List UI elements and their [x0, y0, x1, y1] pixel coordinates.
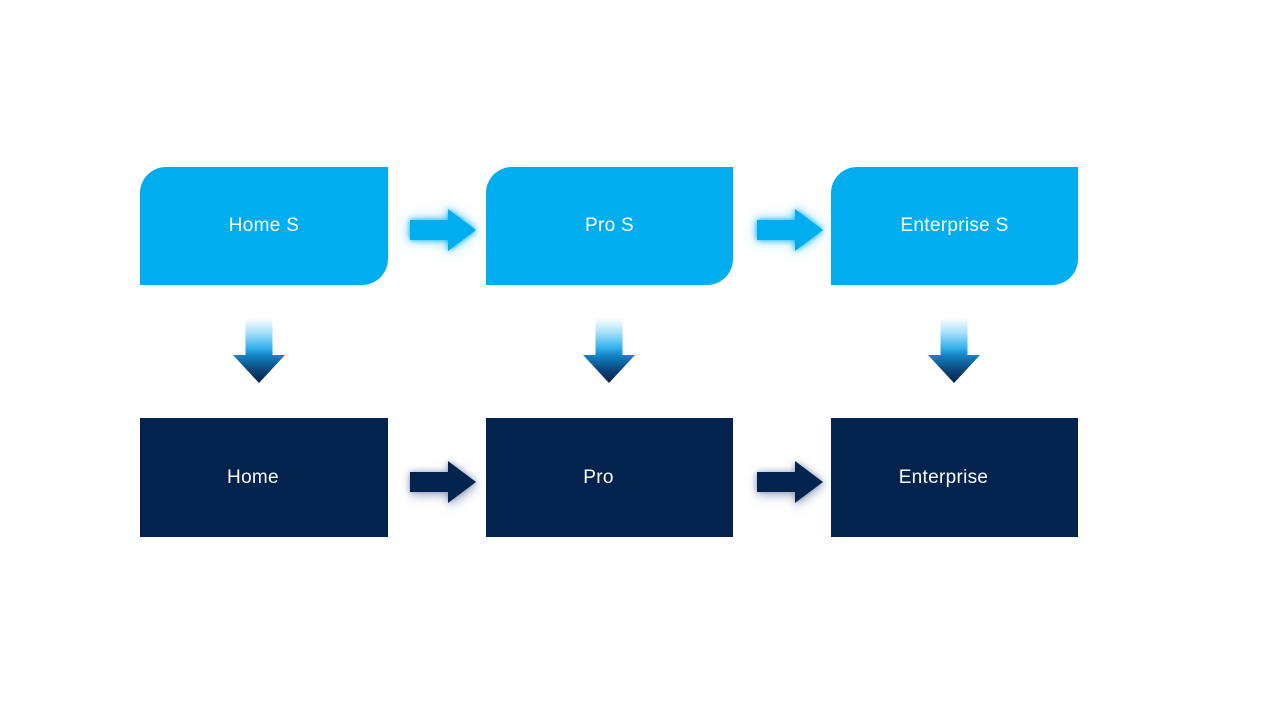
node-pro-s-label: Pro S — [584, 215, 635, 236]
node-pro: Pro — [486, 418, 733, 537]
node-enterprise: Enterprise — [831, 418, 1078, 537]
node-home: Home — [140, 418, 388, 537]
node-home-s: Home S — [140, 167, 388, 285]
node-pro-label: Pro — [583, 466, 614, 488]
node-enterprise-label: Enterprise — [898, 466, 989, 488]
node-pro-s: Pro S — [486, 167, 733, 285]
down-arrow-icon — [233, 318, 285, 383]
right-arrow-icon — [410, 209, 476, 251]
node-home-label: Home — [227, 466, 279, 488]
node-home-s-label: Home S — [228, 215, 300, 236]
node-enterprise-s-label: Enterprise S — [900, 215, 1009, 236]
right-arrow-icon — [757, 209, 823, 251]
node-enterprise-s: Enterprise S — [831, 167, 1078, 285]
right-arrow-icon — [757, 461, 823, 503]
down-arrow-icon — [928, 318, 980, 383]
down-arrow-icon — [583, 318, 635, 383]
right-arrow-icon — [410, 461, 476, 503]
